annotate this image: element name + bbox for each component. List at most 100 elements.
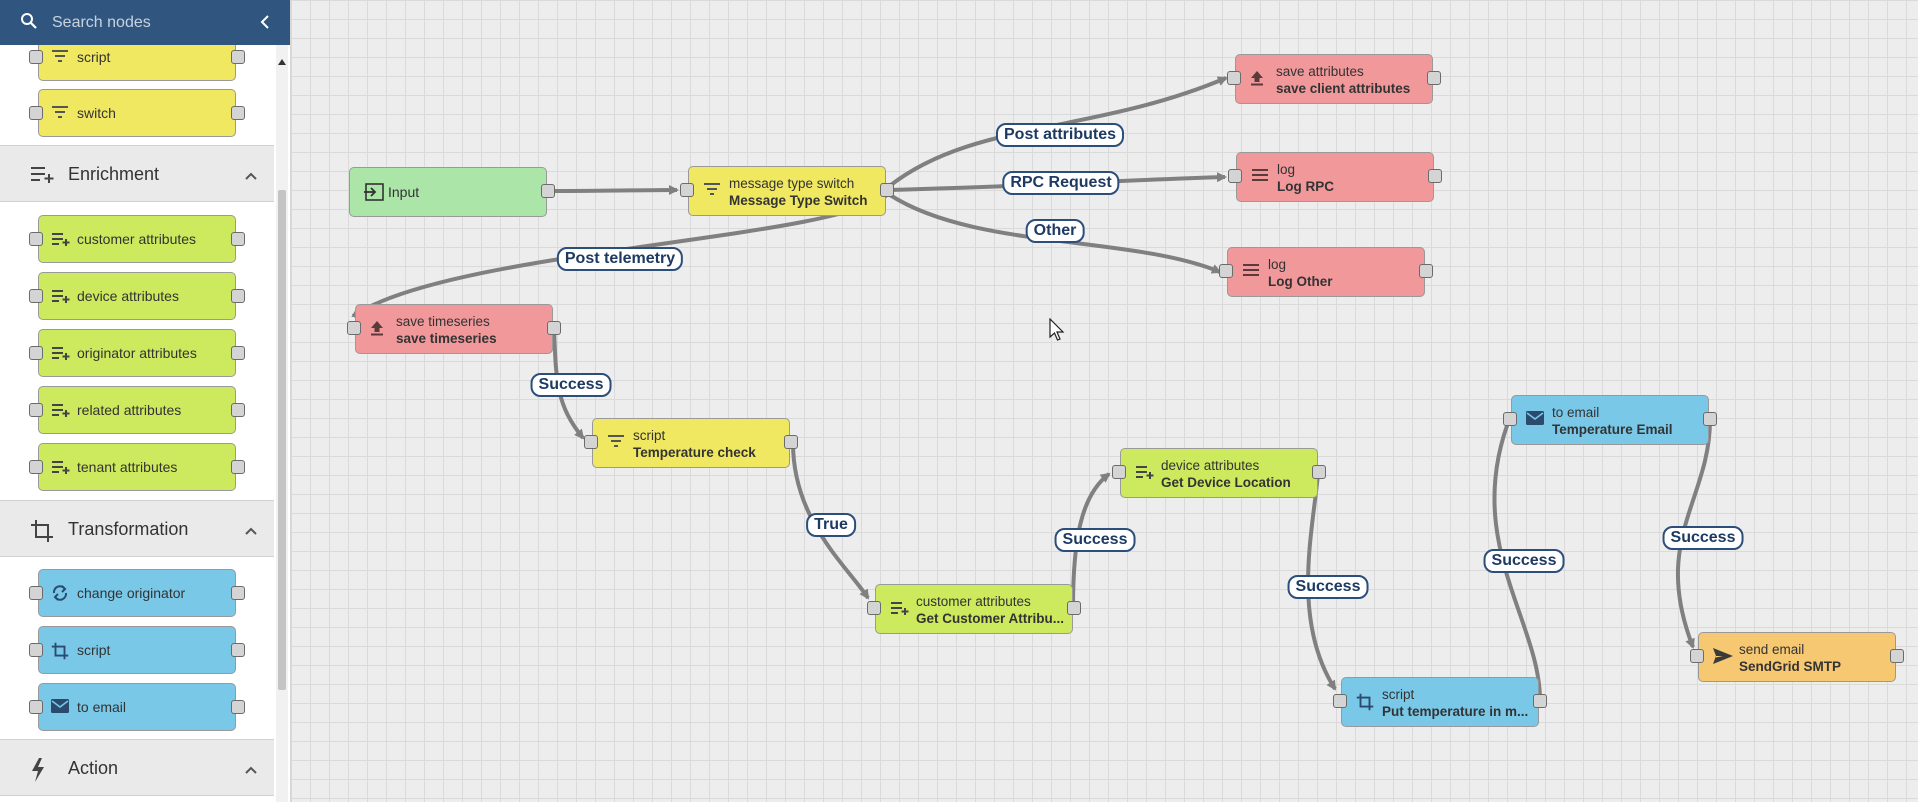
node-type: to email (1552, 405, 1600, 420)
node-type: customer attributes (916, 594, 1031, 609)
palette-node-script-filter[interactable]: script (29, 45, 245, 81)
palette-node-device-attributes[interactable]: device attributes (29, 272, 245, 320)
palette-scrollbar-thumb[interactable] (278, 190, 286, 690)
output-port[interactable] (541, 184, 555, 198)
section-enrichment[interactable]: Enrichment (0, 145, 274, 202)
input-port[interactable] (1503, 412, 1517, 426)
transformation-icon (1356, 693, 1374, 714)
node-save-timeseries[interactable]: save timeseries save timeseries (347, 304, 561, 354)
input-port (29, 346, 43, 360)
edge-label-post-telemetry[interactable]: Post telemetry (556, 247, 684, 271)
input-port (29, 50, 43, 64)
input-port (29, 643, 43, 657)
edge-label-other[interactable]: Other (1025, 219, 1085, 243)
input-port[interactable] (347, 321, 361, 335)
palette-node-label: originator attributes (77, 345, 197, 361)
input-port[interactable] (1228, 169, 1242, 183)
enrichment-icon (51, 402, 71, 421)
edge-label-success[interactable]: Success (1054, 528, 1136, 552)
node-put-temperature[interactable]: script Put temperature in m... (1333, 677, 1547, 727)
node-name: save client attributes (1276, 81, 1411, 96)
send-icon (1713, 648, 1733, 667)
output-port (231, 106, 245, 120)
palette-node-label: related attributes (77, 402, 182, 418)
node-get-device-location[interactable]: device attributes Get Device Location (1112, 448, 1326, 498)
edge-label-rpc-request[interactable]: RPC Request (1002, 171, 1120, 195)
edge-label-success[interactable]: Success (530, 373, 612, 397)
output-port[interactable] (784, 435, 798, 449)
mouse-cursor-icon (1049, 317, 1065, 347)
filter-icon (51, 49, 69, 66)
palette-node-script-transformation[interactable]: script (29, 626, 245, 674)
palette-node-originator-attributes[interactable]: originator attributes (29, 329, 245, 377)
node-type: send email (1739, 642, 1805, 657)
node-sendgrid-smtp[interactable]: send email SendGrid SMTP (1690, 632, 1904, 682)
node-save-client-attributes[interactable]: save attributes save client attributes (1227, 54, 1441, 104)
node-type: save attributes (1276, 64, 1364, 79)
section-action[interactable]: Action (0, 739, 274, 796)
node-name: Temperature check (633, 445, 756, 460)
palette-node-to-email[interactable]: to email (29, 683, 245, 731)
output-port[interactable] (1703, 412, 1717, 426)
output-port[interactable] (1890, 649, 1904, 663)
output-port[interactable] (1533, 694, 1547, 708)
palette-node-customer-attributes[interactable]: customer attributes (29, 215, 245, 263)
node-log-other[interactable]: log Log Other (1219, 247, 1433, 297)
chevron-up-icon[interactable] (244, 523, 258, 541)
node-get-customer-attributes[interactable]: customer attributes Get Customer Attribu… (867, 584, 1081, 634)
chevron-up-icon[interactable] (244, 762, 258, 780)
section-title: Enrichment (68, 164, 160, 184)
input-port (29, 289, 43, 303)
input-port[interactable] (680, 183, 694, 197)
palette-scroll-area: script switch Enrichment customer attrib… (0, 45, 290, 802)
action-icon (30, 758, 46, 787)
input-port[interactable] (584, 435, 598, 449)
input-port[interactable] (867, 601, 881, 615)
palette-node-switch[interactable]: switch (29, 89, 245, 137)
search-bar (0, 0, 290, 45)
edge-label-success[interactable]: Success (1287, 575, 1369, 599)
mail-icon (1526, 411, 1544, 428)
output-port[interactable] (1419, 264, 1433, 278)
node-temperature-email[interactable]: to email Temperature Email (1503, 395, 1717, 445)
output-port (231, 289, 245, 303)
palette-node-tenant-attributes[interactable]: tenant attributes (29, 443, 245, 491)
input-port (29, 460, 43, 474)
node-name: SendGrid SMTP (1739, 659, 1842, 674)
collapse-sidebar-icon[interactable] (258, 13, 272, 36)
palette-node-change-originator[interactable]: change originator (29, 569, 245, 617)
output-port[interactable] (1067, 601, 1081, 615)
input-port[interactable] (1227, 71, 1241, 85)
enrichment-icon (51, 231, 71, 250)
filter-icon (703, 182, 721, 199)
output-port[interactable] (880, 183, 894, 197)
output-port (231, 643, 245, 657)
search-input[interactable] (50, 10, 234, 36)
edge-label-success[interactable]: Success (1662, 526, 1744, 550)
chevron-up-icon[interactable] (244, 168, 258, 186)
edge-label-success[interactable]: Success (1483, 549, 1565, 573)
node-log-rpc[interactable]: log Log RPC (1228, 152, 1442, 202)
node-input[interactable]: Input (349, 167, 555, 217)
node-name: Log Other (1268, 274, 1333, 289)
palette-node-related-attributes[interactable]: related attributes (29, 386, 245, 434)
output-port[interactable] (1427, 71, 1441, 85)
input-port (29, 403, 43, 417)
input-port[interactable] (1690, 649, 1704, 663)
rule-chain-canvas[interactable]: Input message type switch Message Type S… (291, 0, 1918, 802)
edge-label-post-attributes[interactable]: Post attributes (995, 123, 1125, 147)
output-port[interactable] (1428, 169, 1442, 183)
filter-icon (51, 105, 69, 122)
output-port[interactable] (1312, 465, 1326, 479)
section-transformation[interactable]: Transformation (0, 500, 274, 557)
node-message-type-switch[interactable]: message type switch Message Type Switch (680, 166, 894, 216)
input-port[interactable] (1112, 465, 1126, 479)
scroll-up-arrow-icon[interactable] (278, 52, 286, 70)
palette-node-label: to email (77, 699, 127, 715)
node-temperature-check[interactable]: script Temperature check (584, 418, 798, 468)
output-port[interactable] (547, 321, 561, 335)
input-port[interactable] (1219, 264, 1233, 278)
edge-label-true[interactable]: True (806, 513, 856, 537)
input-port[interactable] (1333, 694, 1347, 708)
output-port (231, 50, 245, 64)
